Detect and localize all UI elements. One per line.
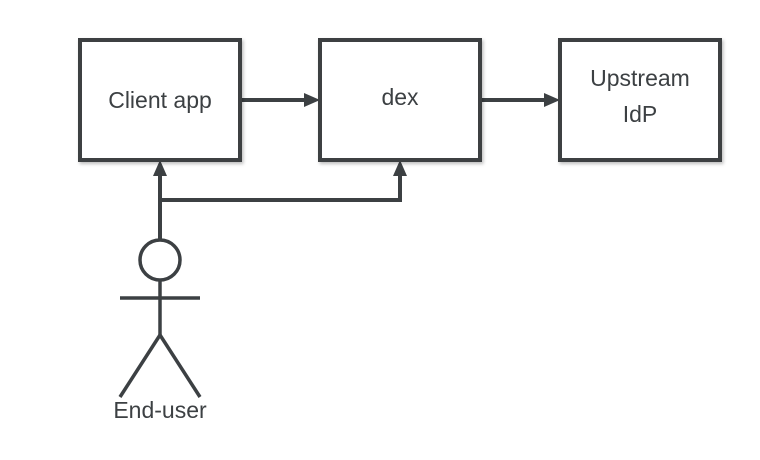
node-upstream-idp-label-line1: Upstream bbox=[590, 65, 690, 91]
arrowhead-user-to-dex bbox=[393, 160, 407, 176]
edges bbox=[153, 93, 560, 240]
node-client-app: Client app bbox=[78, 38, 242, 162]
actor-end-user: End-user bbox=[113, 238, 207, 423]
node-dex-box bbox=[318, 38, 482, 162]
node-dex-label: dex bbox=[381, 84, 419, 110]
node-upstream-idp: Upstream IdP bbox=[558, 38, 722, 162]
node-upstream-idp-box bbox=[558, 38, 722, 162]
node-client-app-label: Client app bbox=[108, 87, 212, 113]
edge-user-to-dex bbox=[158, 174, 402, 202]
actor-head-icon bbox=[138, 238, 182, 282]
arrowhead-user-to-client bbox=[153, 160, 167, 176]
actor-right-leg bbox=[158, 334, 202, 398]
arrowhead-client-to-dex bbox=[304, 93, 320, 107]
actor-label: End-user bbox=[113, 397, 207, 423]
actor-left-leg bbox=[118, 334, 162, 398]
node-upstream-idp-label-line2: IdP bbox=[623, 101, 658, 127]
arrowhead-dex-to-upstream bbox=[544, 93, 560, 107]
node-client-app-box bbox=[78, 38, 242, 162]
node-dex: dex bbox=[318, 38, 482, 162]
